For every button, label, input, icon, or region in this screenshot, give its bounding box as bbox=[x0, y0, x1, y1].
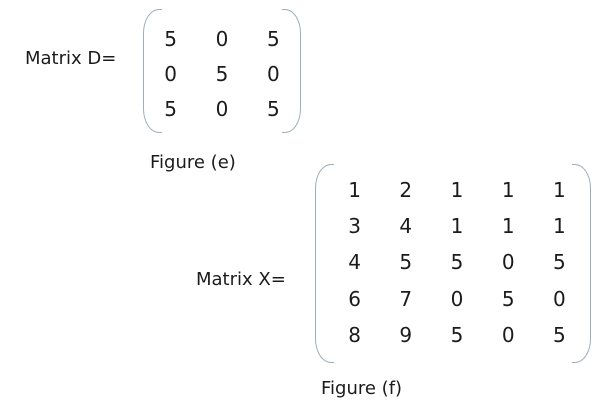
matrix-cell: 0 bbox=[553, 286, 566, 311]
matrix-cell: 0 bbox=[215, 97, 229, 122]
matrix-cell: 8 bbox=[348, 322, 361, 347]
matrix-cell: 1 bbox=[501, 178, 515, 203]
matrix-cell: 5 bbox=[266, 97, 280, 122]
matrix-cell: 0 bbox=[215, 26, 229, 51]
matrix-cell: 4 bbox=[348, 250, 361, 275]
matrix-cell: 5 bbox=[164, 97, 178, 122]
matrix-cell: 5 bbox=[399, 250, 413, 275]
matrix-cell: 1 bbox=[348, 178, 361, 203]
matrix-cell: 5 bbox=[553, 250, 566, 275]
matrix-d: 5 0 5 0 5 0 5 0 5 bbox=[143, 9, 301, 133]
matrix-cell: 1 bbox=[450, 178, 464, 203]
matrix-cell: 6 bbox=[348, 286, 361, 311]
matrix-cell: 5 bbox=[553, 322, 566, 347]
matrix-cell: 5 bbox=[266, 26, 280, 51]
matrix-cell: 1 bbox=[501, 214, 515, 239]
matrix-cell: 0 bbox=[501, 250, 515, 275]
figure-f-caption: Figure (f) bbox=[321, 378, 403, 399]
matrix-cell: 9 bbox=[399, 322, 413, 347]
matrix-cell: 5 bbox=[501, 286, 515, 311]
matrix-cell: 1 bbox=[450, 214, 464, 239]
matrix-cell: 0 bbox=[450, 286, 464, 311]
matrix-x-label: Matrix X= bbox=[196, 269, 286, 290]
matrix-cell: 1 bbox=[553, 214, 566, 239]
matrix-cell: 7 bbox=[399, 286, 413, 311]
matrix-cell: 4 bbox=[399, 214, 413, 239]
matrix-cell: 5 bbox=[215, 61, 229, 86]
matrix-d-label: Matrix D= bbox=[25, 48, 117, 69]
matrix-x: 1 2 1 1 1 3 4 1 1 1 4 5 5 0 5 6 7 0 5 0 8 9 5 0 5 bbox=[315, 164, 591, 363]
matrix-cell: 0 bbox=[266, 61, 280, 86]
figure-e-caption: Figure (e) bbox=[150, 152, 236, 173]
matrix-cell: 5 bbox=[164, 26, 178, 51]
matrix-cell: 1 bbox=[553, 178, 566, 203]
matrix-x-grid: 1 2 1 1 1 3 4 1 1 1 4 5 5 0 5 6 7 0 5 0 8 9 5 0 5 bbox=[315, 164, 591, 363]
matrix-d-grid: 5 0 5 0 5 0 5 0 5 bbox=[143, 9, 301, 133]
matrix-cell: 2 bbox=[399, 178, 413, 203]
matrix-cell: 5 bbox=[450, 250, 464, 275]
matrix-cell: 5 bbox=[450, 322, 464, 347]
matrix-cell: 0 bbox=[501, 322, 515, 347]
matrix-cell: 3 bbox=[348, 214, 361, 239]
matrix-cell: 0 bbox=[164, 61, 178, 86]
